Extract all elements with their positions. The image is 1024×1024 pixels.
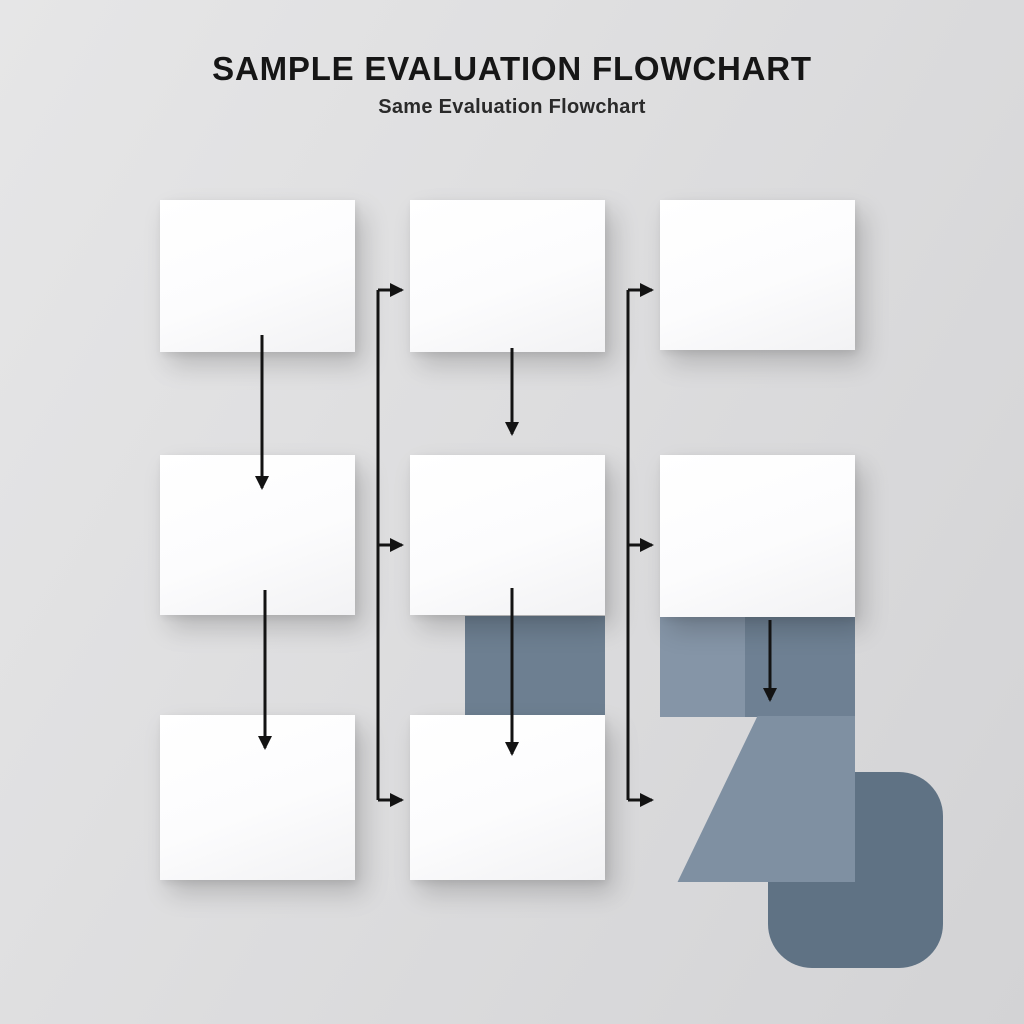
slate-strip-col3-dark [745, 617, 855, 717]
node-step-r3c2 [410, 715, 605, 880]
slate-rect-under-col2 [465, 616, 605, 718]
header: SAMPLE EVALUATION FLOWCHART Same Evaluat… [0, 50, 1024, 119]
page-subtitle: Same Evaluation Flowchart [378, 96, 646, 118]
page-title: SAMPLE EVALUATION FLOWCHART [212, 50, 812, 87]
node-step-r1c1 [160, 200, 355, 352]
node-step-r2c3 [660, 455, 855, 617]
slate-wedge-block-col3 [677, 716, 855, 882]
slate-strip-col3 [660, 617, 855, 717]
node-step-r3c1 [160, 715, 355, 880]
node-step-r1c3 [660, 200, 855, 350]
node-step-r1c2 [410, 200, 605, 352]
node-step-r2c2 [410, 455, 605, 615]
node-step-r2c1 [160, 455, 355, 615]
